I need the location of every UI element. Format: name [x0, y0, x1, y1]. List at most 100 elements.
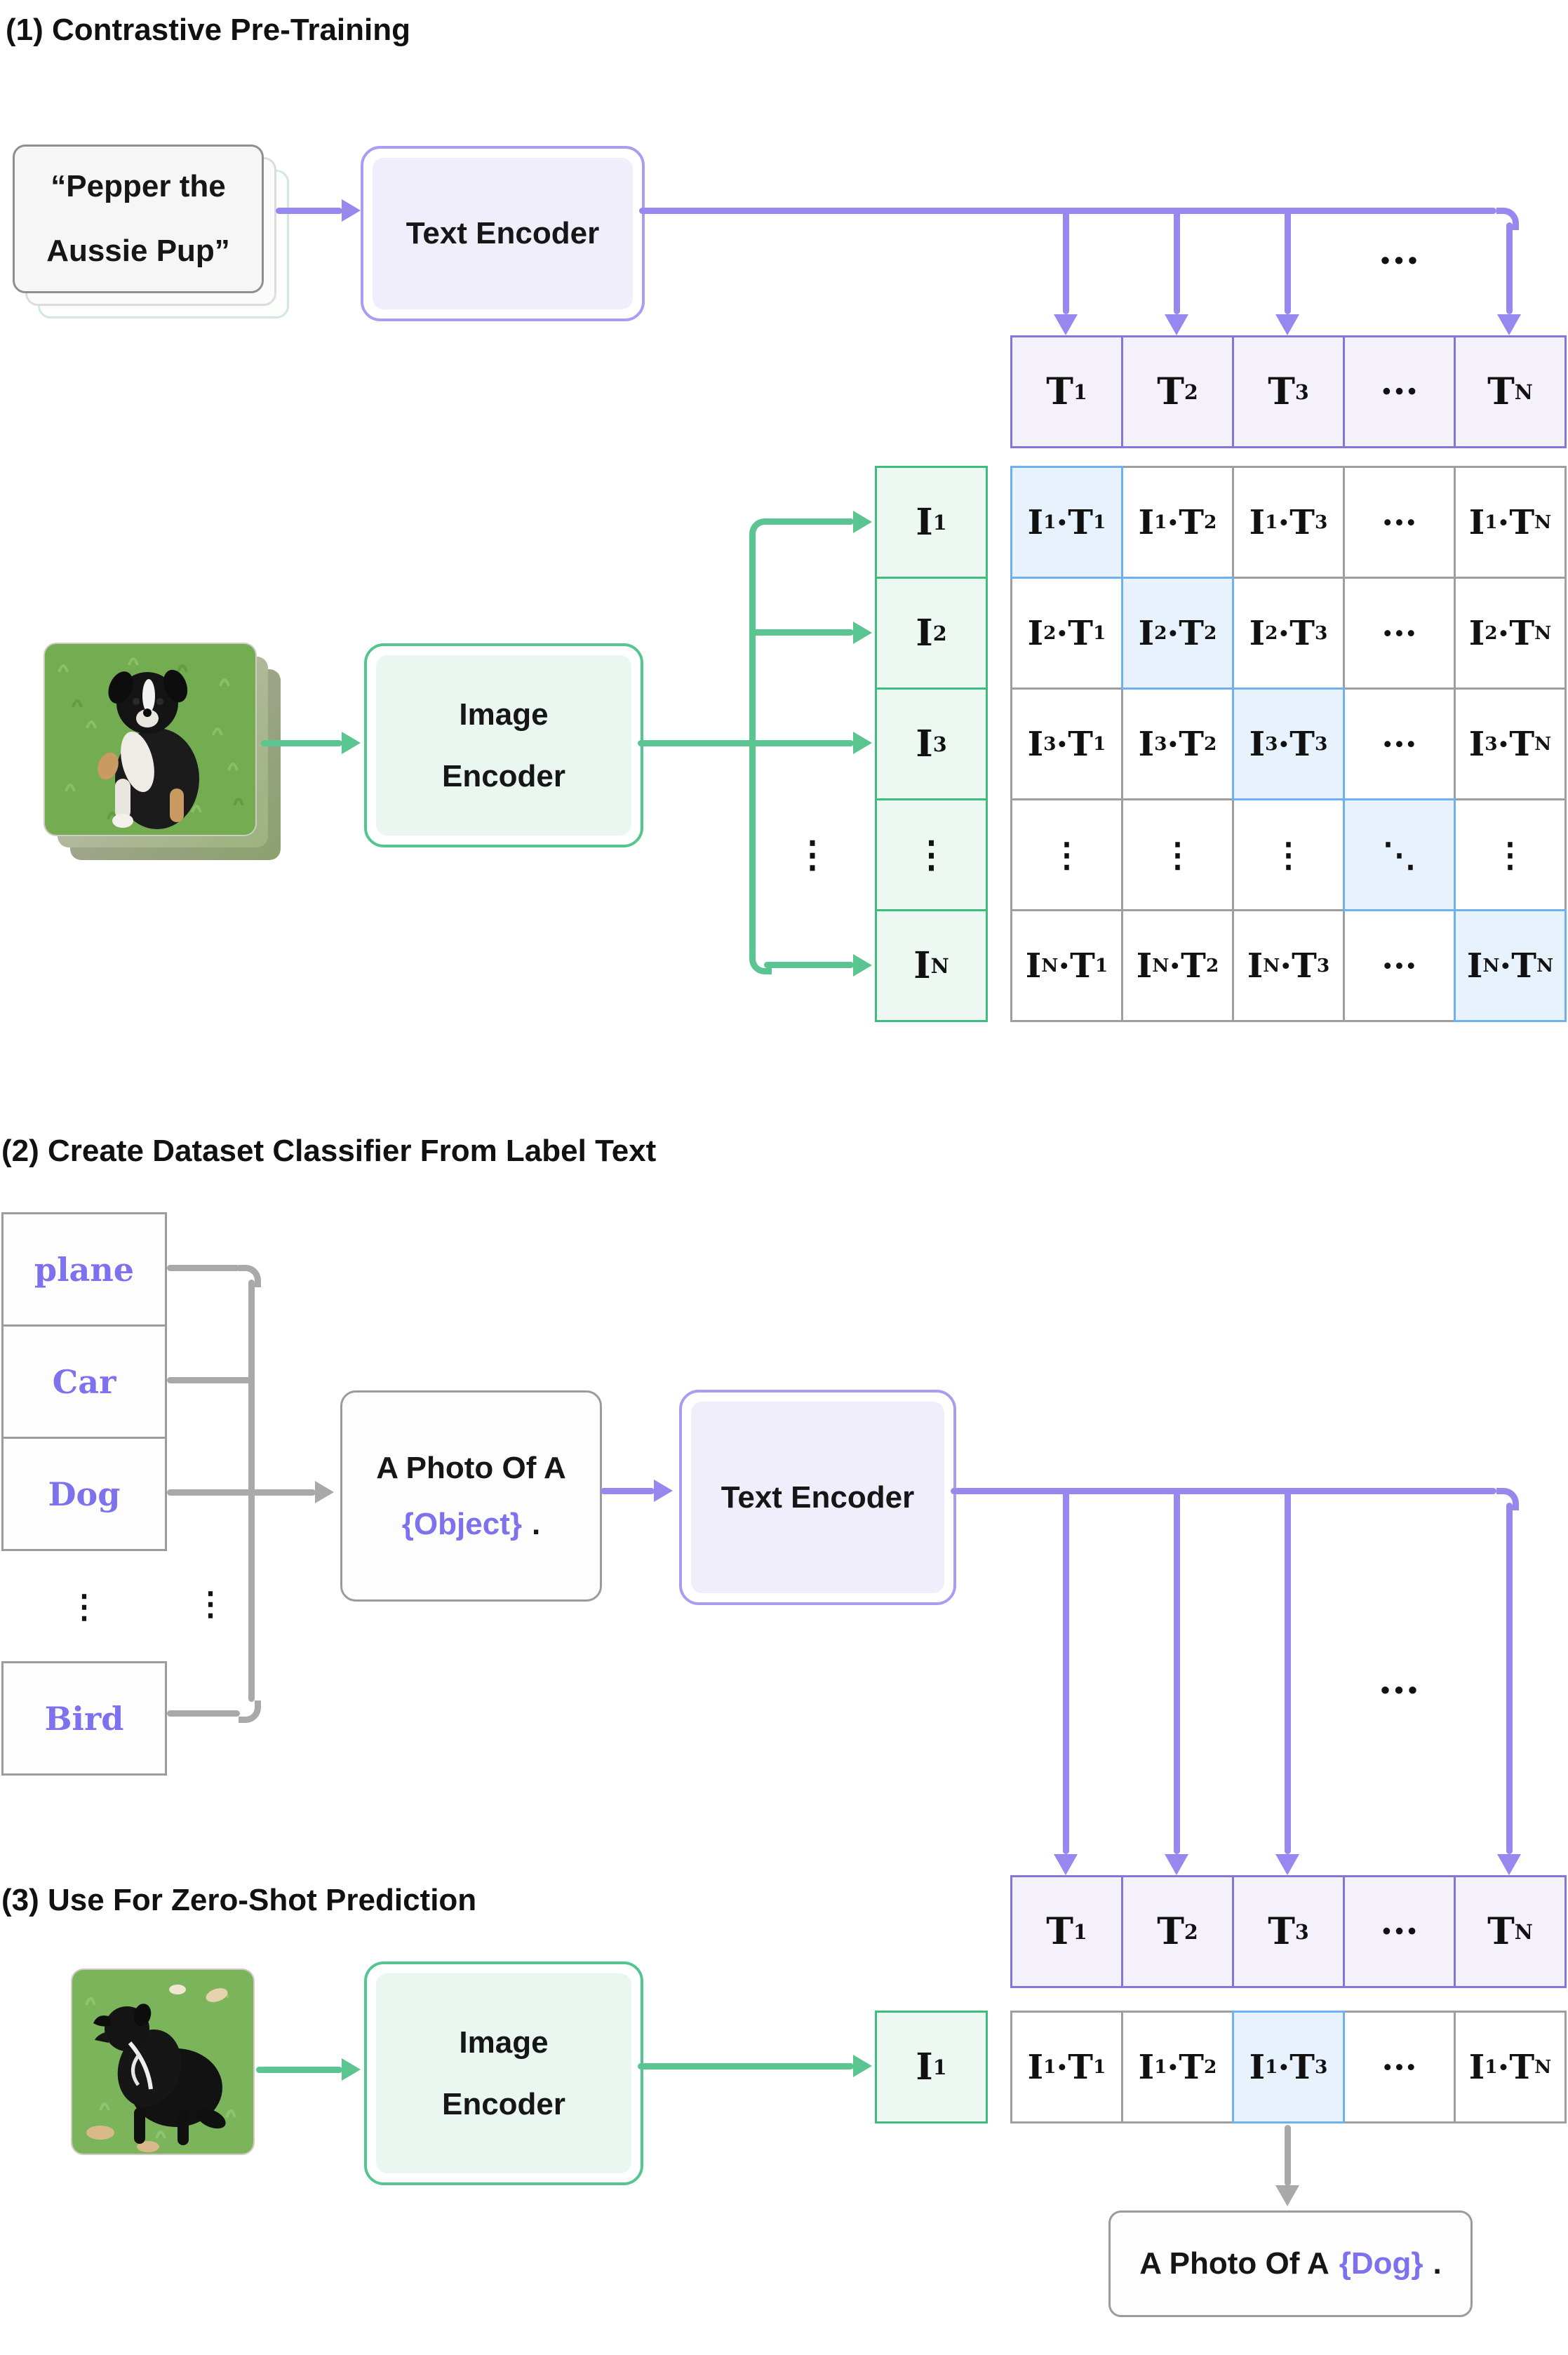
branch-corner [749, 952, 772, 974]
arrow-prompt-to-text-encoder [601, 1488, 655, 1494]
plane-connector [167, 1265, 240, 1271]
arrow-to-tn [1506, 1503, 1513, 1854]
image-embedding-rail [638, 740, 854, 746]
similarity-cell: ⋮ [1454, 798, 1567, 911]
prediction-result-box: A Photo Of A {Dog} . [1108, 2210, 1473, 2317]
ellipsis: ··· [1378, 238, 1420, 284]
bus-corner [239, 1700, 261, 1723]
caption-line1: “Pepper the [51, 169, 226, 203]
branch-corner [749, 518, 772, 541]
result-object: {Dog} [1339, 2246, 1423, 2281]
arrowhead-icon [1054, 1854, 1078, 1875]
black-dog-photo [72, 1970, 253, 2154]
text-embedding-rail [951, 1488, 1496, 1494]
arrow-to-i1 [764, 518, 854, 525]
similarity-cell: ··· [1343, 466, 1456, 579]
text-encoder-box: Text Encoder [361, 146, 645, 321]
arrowhead-icon [1497, 314, 1521, 335]
vertical-ellipsis: ⋮ [194, 1585, 227, 1623]
text-embedding-cell: ··· [1343, 1875, 1456, 1988]
arrow-to-t1 [1063, 1488, 1069, 1854]
image-encoder-label-line1: Image [459, 697, 549, 732]
arrowhead-icon [1165, 314, 1188, 335]
arrowhead-icon [1165, 1854, 1188, 1875]
arrow-caption-to-text-encoder [276, 208, 342, 214]
arrow-to-i2 [752, 629, 854, 636]
ellipsis: ··· [1378, 1668, 1420, 1714]
similarity-cell: ··· [1343, 909, 1456, 1022]
class-label-box: plane [1, 1212, 167, 1327]
vertical-ellipsis: ⋮ [794, 833, 831, 876]
arrowhead-icon [1275, 2185, 1299, 2206]
image-encoder-box: Image Encoder [364, 1961, 643, 2185]
result-period: . [1433, 2246, 1442, 2281]
text-embedding-cell: ··· [1343, 335, 1456, 448]
matrix-row: ⋮⋮⋮⋱⋮ [1010, 798, 1567, 911]
class-label-box: Car [1, 1324, 167, 1439]
arrowhead-icon [1275, 314, 1299, 335]
arrowhead-icon [1054, 314, 1078, 335]
similarity-cell: ··· [1343, 577, 1456, 690]
car-connector [167, 1377, 255, 1383]
arrowhead-icon [853, 732, 872, 754]
arrow-dog-to-prompt [167, 1489, 316, 1496]
arrowhead-icon [342, 2058, 361, 2081]
puppy-photo [45, 644, 255, 835]
section2-title: (2) Create Dataset Classifier From Label… [1, 1134, 657, 1168]
arrow-to-tn [1506, 222, 1513, 314]
image-encoder-box: Image Encoder [364, 643, 643, 847]
image-embedding-cell: ⋮ [875, 798, 988, 911]
arrowhead-icon [853, 622, 872, 644]
arrowhead-icon [853, 954, 872, 977]
caption-line2: Aussie Pup” [46, 234, 230, 268]
arrow-to-result [1285, 2125, 1291, 2186]
bus-corner [239, 1265, 261, 1287]
similarity-cell: ⋮ [1121, 798, 1234, 911]
arrowhead-icon [1497, 1854, 1521, 1875]
image-encoder-label-line1: Image [459, 2025, 549, 2060]
arrow-to-t1 [1063, 208, 1069, 314]
prompt-template-box: A Photo Of A {Object} . [340, 1390, 602, 1602]
arrow-to-t3 [1285, 208, 1291, 314]
arrowhead-icon [1275, 1854, 1299, 1875]
result-prefix: A Photo Of A [1139, 2246, 1329, 2281]
image-branch-line [749, 533, 756, 954]
image-encoder-label-line2: Encoder [441, 758, 566, 793]
arrow-to-t3 [1285, 1488, 1291, 1854]
arrowhead-icon [853, 511, 872, 533]
similarity-cell: ⋱ [1343, 798, 1456, 911]
